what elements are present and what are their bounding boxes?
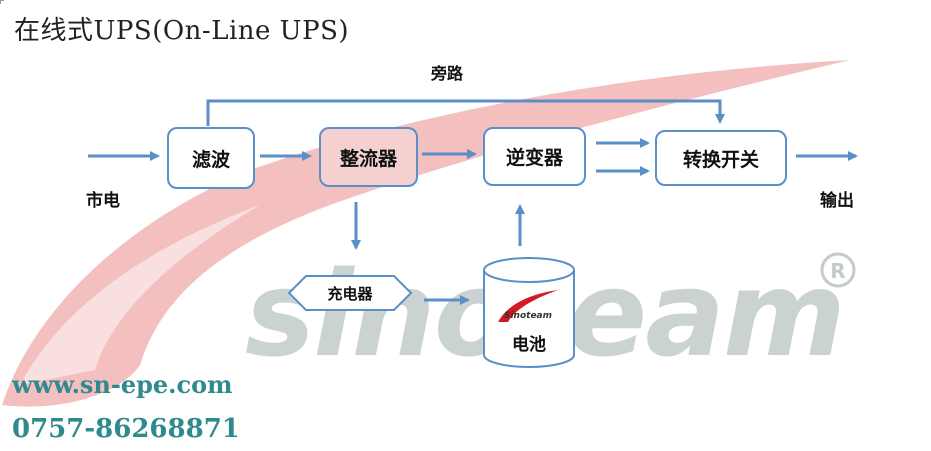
- phone-text: 0757-86268871: [12, 414, 240, 444]
- battery-logo-text: Sinoteam: [504, 311, 552, 321]
- transfer-switch-node: 转换开关: [655, 130, 787, 186]
- bypass-label: 旁路: [431, 64, 464, 83]
- battery-logo-swoosh: [498, 290, 558, 322]
- battery-label: 电池: [512, 335, 546, 355]
- registered-mark-letter: R: [830, 259, 845, 283]
- inverter-node: 逆变器: [483, 127, 586, 186]
- filter-node: 滤波: [167, 127, 255, 189]
- website-text: www.sn-epe.com: [12, 370, 233, 399]
- corner-mark: [0, 0, 4, 4]
- page-title: 在线式UPS(On-Line UPS): [14, 16, 350, 46]
- watermark-swoosh: [2, 60, 850, 407]
- registered-mark-circle: [820, 252, 856, 288]
- charger-shape: [287, 275, 413, 311]
- mains-label: 市电: [86, 191, 120, 211]
- battery-cylinder: [483, 257, 575, 368]
- arrow-bypass-path: [206, 99, 725, 126]
- rectifier-node: 整流器: [319, 127, 418, 187]
- output-label: 输出: [820, 191, 854, 211]
- watermark-swoosh-inner: [20, 205, 260, 385]
- charger-label: 充电器: [327, 284, 373, 303]
